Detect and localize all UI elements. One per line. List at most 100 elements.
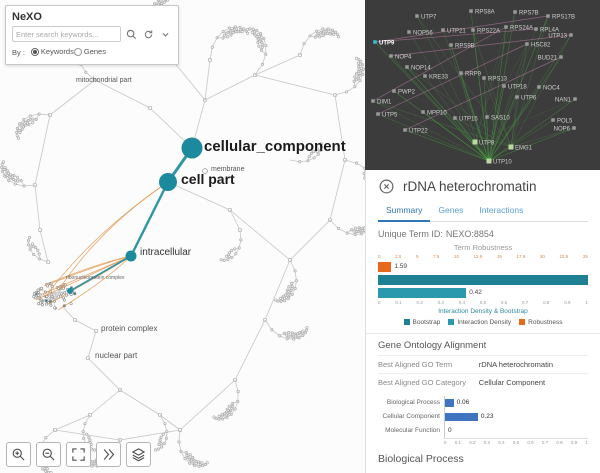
network-node-nop56[interactable]: NOP56 [407, 30, 433, 37]
goa-section-title: Gene Ontology Alignment [378, 339, 487, 351]
network-node-nan1[interactable]: NAN1 [555, 97, 577, 104]
network-node-nop6[interactable]: NOP6 [554, 126, 576, 133]
search-icon[interactable] [124, 27, 138, 41]
divider [366, 332, 600, 334]
interaction-network-panel: UTP7 RPS8A RPS7B RPS17B NOP56 UTP21 RPS22A RPS2… [365, 0, 600, 170]
network-node-rps7b[interactable]: RPS7B [513, 10, 539, 17]
network-node-utp8[interactable]: UTP8 [472, 139, 496, 147]
svg-text:NOP4: NOP4 [395, 55, 412, 61]
network-nodes: UTP7 RPS8A RPS7B RPS17B NOP56 UTP21 RPS22A RPS2… [371, 9, 577, 166]
zoom-out-button[interactable] [36, 442, 61, 467]
dropdown-icon[interactable] [158, 27, 172, 41]
radio-icon[interactable] [73, 47, 82, 56]
network-node-dim1[interactable]: DIM1 [371, 99, 392, 106]
network-node-utp13[interactable]: UTP13 [548, 33, 573, 40]
fit-to-screen-button[interactable] [66, 442, 91, 467]
network-node-utp21[interactable]: UTP21 [441, 28, 466, 35]
network-node-utp9[interactable]: UTP9 [373, 40, 395, 47]
network-node-hsc82[interactable]: HSC82 [525, 42, 551, 49]
close-icon[interactable] [378, 178, 395, 195]
network-node-utp10[interactable]: UTP10 [486, 158, 513, 166]
svg-text:NOP14: NOP14 [411, 66, 431, 72]
search-by-keywords[interactable]: Keywords [30, 47, 74, 56]
tab-interactions[interactable]: Interactions [479, 205, 524, 215]
svg-text:RPS9B: RPS9B [455, 44, 475, 50]
svg-text:DIM1: DIM1 [377, 100, 392, 106]
svg-text:MPP10: MPP10 [427, 111, 447, 117]
term-title: rDNA heterochromatin [403, 179, 537, 194]
reset-icon[interactable] [141, 27, 155, 41]
search-mode-row: By : Keywords Genes [12, 47, 172, 58]
tab-genes[interactable]: Genes [438, 205, 464, 215]
map-toolbar [6, 442, 151, 467]
svg-text:BUD21: BUD21 [538, 56, 558, 62]
svg-text:RPS17B: RPS17B [552, 15, 575, 21]
selected-term-path [67, 137, 208, 294]
svg-text:UTP18: UTP18 [508, 85, 527, 91]
network-node-mpp10[interactable]: MPP10 [421, 110, 447, 117]
network-node-bud21[interactable]: BUD21 [538, 55, 563, 62]
network-node-rrp9[interactable]: RRP9 [459, 71, 482, 78]
radio-icon[interactable] [30, 47, 39, 56]
layers-button[interactable] [126, 442, 151, 467]
term-node-cluster[interactable] [67, 288, 73, 294]
expand-tree-button[interactable] [96, 442, 121, 467]
network-edges [372, 10, 576, 162]
network-node-utp18[interactable]: UTP18 [502, 84, 527, 91]
network-node-utp15[interactable]: UTP15 [453, 116, 478, 123]
network-node-utp6[interactable]: UTP6 [515, 95, 537, 102]
network-node-pol5[interactable]: POL5 [551, 118, 573, 125]
network-node-pwp2[interactable]: PWP2 [392, 89, 416, 96]
svg-text:UTP13: UTP13 [548, 34, 567, 40]
term-node-intracellular[interactable] [125, 250, 137, 262]
search-input[interactable] [12, 26, 121, 42]
svg-text:NOC4: NOC4 [543, 86, 560, 92]
tab-summary[interactable]: Summary [378, 201, 431, 222]
svg-text:UTP7: UTP7 [421, 15, 437, 21]
zoom-in-button[interactable] [6, 442, 31, 467]
detail-header: rDNA heterochromatin [378, 178, 588, 195]
network-node-noc4[interactable]: NOC4 [537, 85, 560, 92]
network-node-rps8a[interactable]: RPS8A [469, 9, 495, 16]
radio-label: Genes [83, 47, 106, 56]
search-by-genes[interactable]: Genes [73, 47, 106, 56]
network-node-nop4[interactable]: NOP4 [389, 54, 412, 61]
bar-bootstrap [378, 274, 588, 285]
network-node-kre33[interactable]: KRE33 [423, 74, 449, 81]
network-node-utp22[interactable]: UTP22 [403, 128, 428, 135]
robustness-axis-label: Interaction Density & Bootstrap [438, 307, 528, 315]
bar-interaction-density: 0.42 [378, 287, 588, 298]
svg-text:NOP6: NOP6 [554, 127, 571, 133]
term-node-membrane[interactable] [202, 168, 208, 174]
bar-robustness: 1.59 [378, 261, 588, 272]
network-node-utp7[interactable]: UTP7 [415, 14, 437, 21]
network-node-rps22a[interactable]: RPS22A [471, 28, 500, 35]
svg-text:RPS22A: RPS22A [477, 29, 500, 35]
svg-text:NOP56: NOP56 [413, 31, 433, 37]
interaction-network-canvas[interactable]: UTP7 RPS8A RPS7B RPS17B NOP56 UTP21 RPS22A RPS2… [365, 0, 600, 170]
network-node-rpl4a[interactable]: RPL4A [534, 27, 559, 34]
bar-value-label: 1.59 [394, 263, 407, 271]
network-node-rps24a[interactable]: RPS24A [504, 25, 533, 32]
network-node-rps9b[interactable]: RPS9B [449, 43, 475, 50]
network-node-rps17b[interactable]: RPS17B [546, 14, 575, 21]
term-node-cell-part[interactable] [159, 173, 177, 191]
network-node-utp5[interactable]: UTP5 [376, 112, 398, 119]
network-node-sas10[interactable]: SAS10 [485, 115, 510, 122]
ontology-tree-canvas[interactable] [0, 0, 365, 473]
search-by-label: By : [12, 47, 25, 57]
svg-text:UTP15: UTP15 [459, 117, 478, 123]
network-node-rps13[interactable]: RPS13 [482, 76, 508, 83]
term-node-cellular-component[interactable] [181, 137, 203, 159]
robustness-chart-title: Term Robustness [453, 243, 513, 252]
network-node-nop14[interactable]: NOP14 [405, 65, 431, 72]
network-node-emg1[interactable]: EMG1 [508, 144, 533, 152]
